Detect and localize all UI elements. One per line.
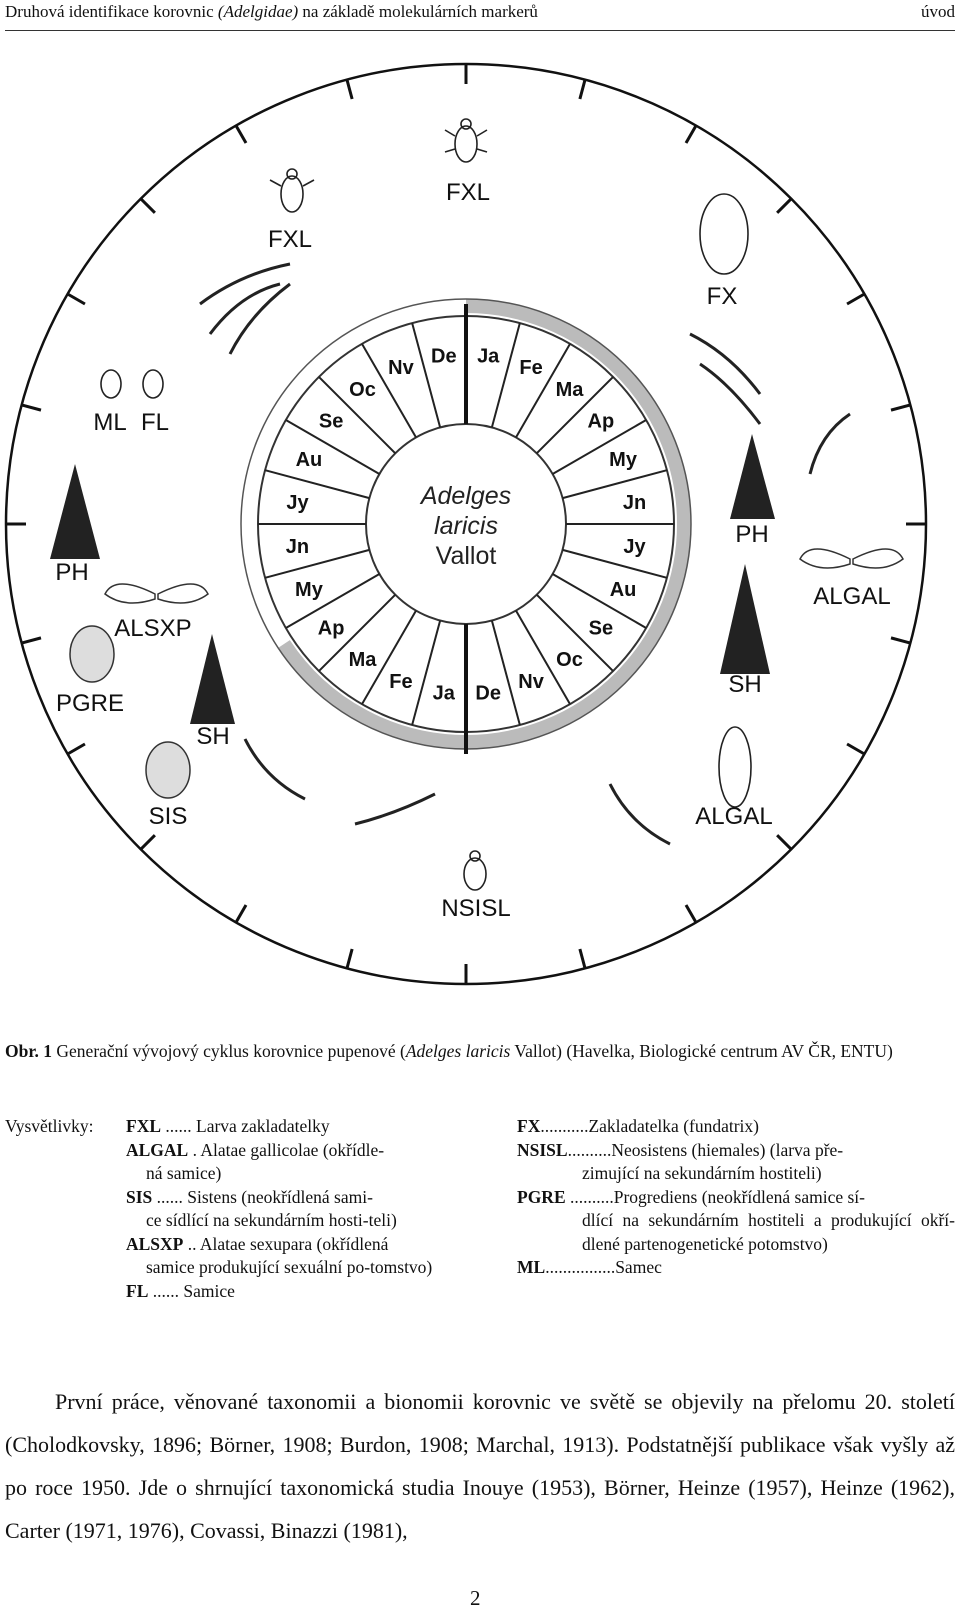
- month-outer-9: Se: [589, 617, 613, 639]
- month-outer-7: Jy: [623, 536, 646, 558]
- legend-item-pgre: PGRE ..........Progrediens (neokřídlená …: [517, 1186, 955, 1257]
- legend-abbr: FX: [517, 1116, 541, 1136]
- legend-abbr: FL: [126, 1280, 149, 1301]
- legend-title: Vysvětlivky:: [5, 1116, 94, 1136]
- legend-right: FX...........Zakladatelka (fundatrix)NSI…: [517, 1115, 955, 1280]
- month-inner-7: Jy: [286, 492, 309, 514]
- species-line-1: Adelges: [419, 482, 511, 510]
- legend-desc-cont: zimující na sekundárním hostiteli): [582, 1163, 822, 1183]
- legend-desc: .. Alatae sexupara (okřídlená: [183, 1233, 389, 1254]
- legend-left: Vysvětlivky: FXL ...... Larva zakladatel…: [5, 1115, 460, 1303]
- legend-item-fxl: FXL ...... Larva zakladatelky: [126, 1115, 460, 1139]
- month-inner-0: De: [475, 683, 501, 705]
- stage-ph-right: PH: [735, 521, 768, 548]
- insect-icon: [100, 118, 752, 891]
- month-outer-6: Jn: [623, 492, 646, 514]
- stage-alsxp: ALSXP: [114, 615, 191, 642]
- month-inner-2: Fe: [389, 671, 412, 693]
- body-paragraph: První práce, věnované taxonomii a bionom…: [5, 1389, 955, 1543]
- month-inner-4: Ap: [318, 617, 345, 639]
- stage-fx: FX: [707, 283, 738, 310]
- legend-item-alsxp: ALSXP .. Alatae sexupara (okřídlená samic…: [126, 1233, 460, 1280]
- stage-nsisl: NSISL: [441, 895, 510, 922]
- legend-abbr: ML: [517, 1257, 546, 1277]
- stage-algal-right: ALGAL: [813, 583, 890, 610]
- month-inner-5: My: [295, 579, 324, 601]
- legend-abbr: PGRE: [517, 1186, 566, 1207]
- legend-item-sis: SIS ...... Sistens (neokřídlená sami-ce …: [126, 1186, 460, 1233]
- month-outer-11: Nv: [518, 671, 544, 693]
- month-inner-3: Ma: [349, 649, 378, 671]
- legend-abbr: FXL: [126, 1116, 161, 1136]
- month-outer-5: My: [609, 449, 638, 471]
- species-line-2: laricis: [434, 512, 498, 540]
- legend-desc: ..........Neosistens (hiemales) (larva p…: [567, 1139, 844, 1160]
- legend-desc: ...........Zakladatelka (fundatrix): [540, 1116, 759, 1136]
- stage-algal-bottom-right: ALGAL: [695, 803, 772, 830]
- legend-abbr: NSISL: [517, 1139, 568, 1160]
- legend-abbr: ALGAL: [126, 1139, 189, 1160]
- legend-desc: ................Samec: [545, 1257, 662, 1277]
- page-number: 2: [470, 1586, 481, 1610]
- month-outer-3: Ma: [556, 379, 585, 401]
- stage-fl: FL: [141, 409, 169, 436]
- legend-item-ml: ML................Samec: [517, 1256, 955, 1280]
- spruce-icon: [50, 434, 775, 724]
- stage-fxl-left: FXL: [268, 226, 312, 253]
- month-outer-1: Ja: [477, 345, 500, 367]
- winged-insect-icon: [104, 548, 904, 604]
- legend-item-fx: FX...........Zakladatelka (fundatrix): [517, 1115, 955, 1139]
- header-title: Druhová identifikace korovnic (Adelgidae…: [5, 2, 538, 21]
- month-inner-8: Au: [296, 449, 323, 471]
- figure-caption: Obr. 1 Generační vývojový cyklus korovni…: [5, 1041, 893, 1061]
- month-outer-10: Oc: [556, 649, 583, 671]
- stage-ml: ML: [93, 409, 126, 436]
- legend-desc-cont: ná samice): [146, 1163, 222, 1183]
- month-outer-2: Fe: [519, 357, 542, 379]
- legend-desc: ...... Larva zakladatelky: [161, 1116, 330, 1136]
- month-inner-9: Se: [319, 411, 343, 433]
- legend-abbr: ALSXP: [126, 1233, 184, 1254]
- species-line-3: Vallot: [436, 542, 497, 570]
- legend-item-nsisl: NSISL..........Neosistens (hiemales) (la…: [517, 1139, 955, 1186]
- stage-fxl-top: FXL: [446, 179, 490, 206]
- legend-desc-cont: dlící na sekundárním hostiteli a produku…: [582, 1210, 955, 1254]
- legend-desc-cont: samice produkující sexuální po-tomstvo): [146, 1257, 433, 1277]
- stage-sh-left: SH: [196, 723, 229, 750]
- month-outer-4: Ap: [588, 411, 615, 433]
- legend-desc: ...... Samice: [148, 1280, 235, 1301]
- page-header: Druhová identifikace korovnic (Adelgidae…: [5, 0, 955, 31]
- month-inner-10: Oc: [349, 379, 376, 401]
- legend-item-algal: ALGAL . Alatae gallicolae (okřídle-ná sa…: [126, 1139, 460, 1186]
- legend-desc: ...... Sistens (neokřídlená sami-: [152, 1186, 373, 1207]
- month-outer-8: Au: [610, 579, 637, 601]
- legend-desc-cont: ce sídlící na sekundárním hosti-teli): [146, 1210, 397, 1230]
- month-inner-11: Nv: [388, 357, 414, 379]
- legend-desc: . Alatae gallicolae (okřídle-: [188, 1139, 385, 1160]
- month-inner-1: Ja: [433, 683, 456, 705]
- branch-icon: [199, 262, 851, 846]
- legend-desc: ..........Progrediens (neokřídlená samic…: [565, 1186, 865, 1207]
- header-section: úvod: [921, 2, 955, 21]
- legend-item-fl: FL ...... Samice: [126, 1280, 460, 1304]
- caption-label: Obr. 1: [5, 1041, 53, 1061]
- stage-ph-left: PH: [55, 559, 88, 586]
- month-inner-6: Jn: [286, 536, 309, 558]
- stage-sh-right: SH: [728, 671, 761, 698]
- stage-pgre: PGRE: [56, 690, 124, 717]
- gall-icon: [69, 625, 191, 799]
- month-outer-0: De: [431, 345, 457, 367]
- stage-sis: SIS: [149, 803, 188, 830]
- legend-abbr: SIS: [126, 1186, 153, 1207]
